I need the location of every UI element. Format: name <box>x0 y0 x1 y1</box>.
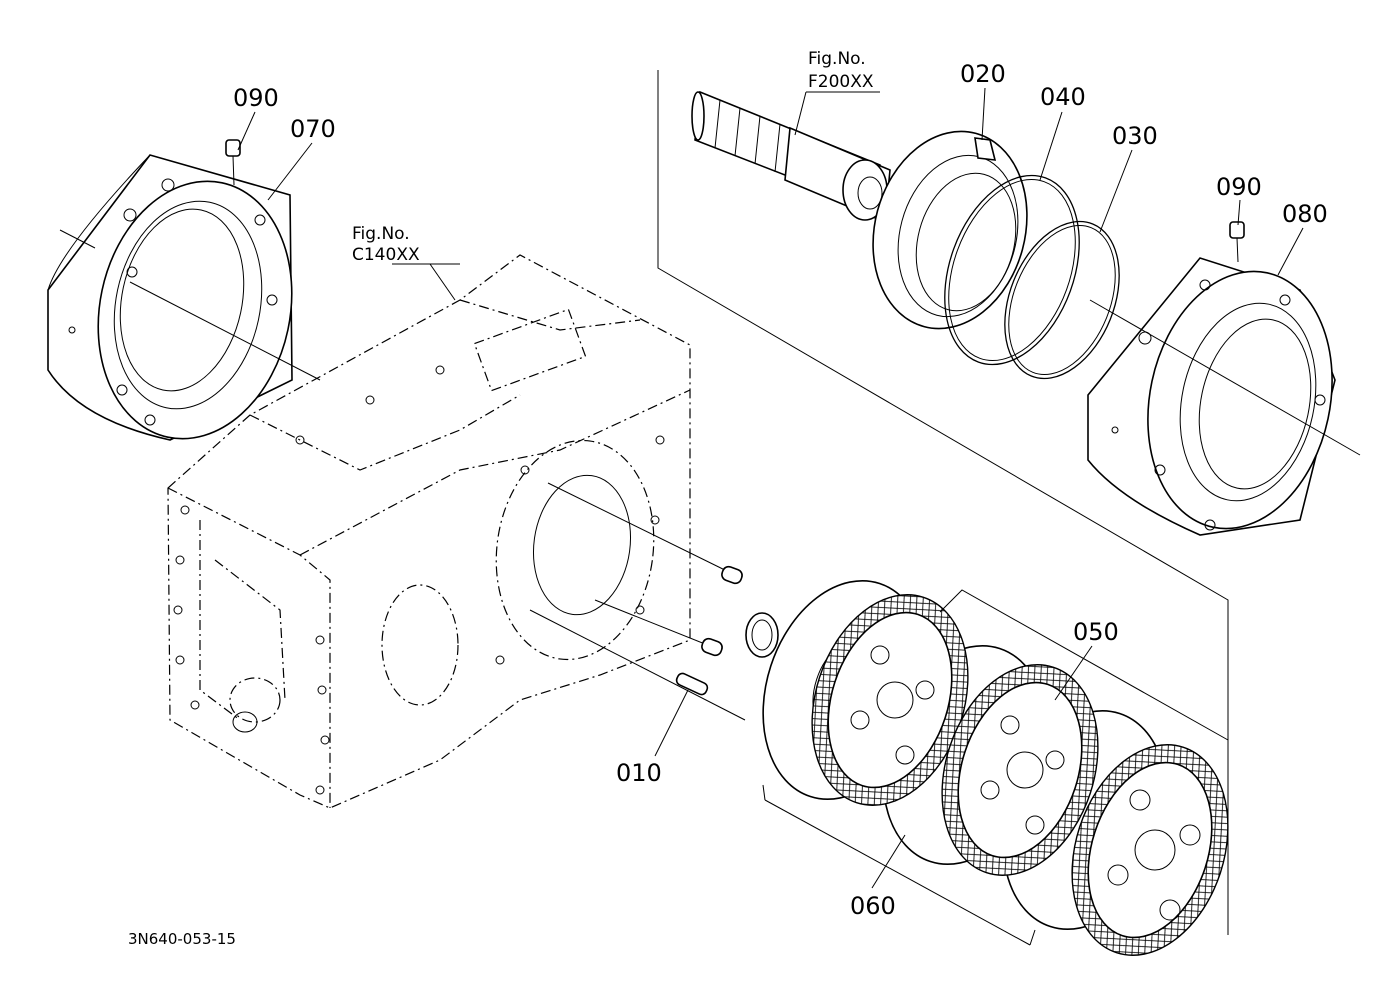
transmission-case-outline <box>167 254 691 809</box>
left-brake-housing-070 <box>47 139 321 441</box>
brake-cover-plate-020 <box>872 130 1028 330</box>
callout-080: 080 <box>1282 200 1328 228</box>
right-brake-housing-080 <box>1087 221 1361 536</box>
o-ring-030 <box>1004 220 1120 380</box>
leader-lines <box>237 87 1304 889</box>
callout-090-left: 090 <box>233 84 279 112</box>
fig-ref-case-line1: Fig.No. <box>352 224 410 244</box>
shaft-axis-bracket <box>657 70 1229 935</box>
callout-020: 020 <box>960 60 1006 88</box>
fig-ref-shaft-line2: F200XX <box>808 72 874 92</box>
callout-010: 010 <box>616 759 662 787</box>
brake-discs-stack <box>762 579 1229 956</box>
brake-shaft <box>691 90 891 224</box>
bracket-050 <box>939 589 1229 741</box>
callout-070: 070 <box>290 115 336 143</box>
callout-030: 030 <box>1112 122 1158 150</box>
callout-090-right: 090 <box>1216 173 1262 201</box>
pins-and-dowels <box>529 482 779 721</box>
fig-ref-shaft-line1: Fig.No. <box>808 49 866 69</box>
diagram-code: 3N640-053-15 <box>128 930 236 948</box>
fig-ref-case-line2: C140XX <box>352 245 420 265</box>
callout-050: 050 <box>1073 618 1119 646</box>
callout-040: 040 <box>1040 83 1086 111</box>
callout-060: 060 <box>850 892 896 920</box>
bracket-060 <box>764 799 1031 946</box>
o-ring-040 <box>944 174 1080 366</box>
